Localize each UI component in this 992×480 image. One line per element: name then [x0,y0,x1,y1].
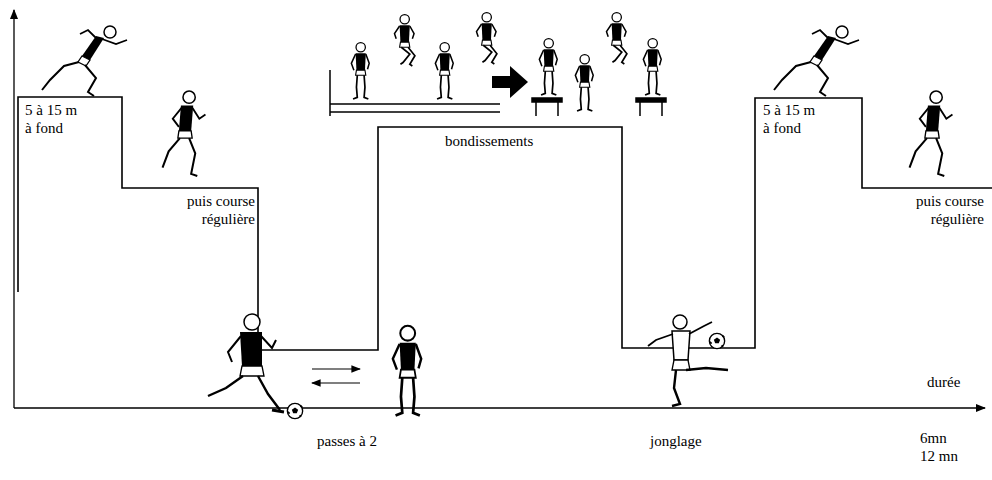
player-figure [393,326,421,416]
step-label: puis course régulière [874,192,984,228]
kicker-figure [208,314,284,412]
runner-figure [910,91,953,176]
sprinter-figure [42,26,127,96]
x-axis [14,407,985,408]
jumper-figure [643,39,661,96]
juggler-figure [648,315,728,406]
stool [532,98,562,116]
pass-arrow [312,368,360,369]
runner-figure [163,91,206,176]
big-arrow [492,66,528,98]
jumper-figure [477,13,497,64]
jumper-figure [539,39,557,96]
axis-label: durée [927,373,960,391]
jumper-figure [435,43,453,100]
y-axis [13,10,14,408]
bench [330,70,500,116]
intensity-steps [18,97,992,350]
jumper-figure [607,13,627,64]
jumper-figure [351,43,369,100]
sprinter-figure [774,26,859,96]
jumper-figure [575,55,593,112]
step-label: puis course régulière [145,192,255,228]
duration-label: 12 mn [920,447,958,465]
stool [636,98,666,116]
duration-label: 6mn [920,429,947,447]
pass-arrow [312,382,360,383]
ball [287,403,302,418]
jumper-figure [395,15,415,66]
exercise-label: jonglage [650,432,702,450]
exercise-label: passes à 2 [317,432,377,450]
step-label: bondissements [445,132,533,150]
ball [709,333,724,348]
step-label: 5 à 15 m à fond [25,101,85,137]
step-label: 5 à 15 m à fond [763,101,823,137]
